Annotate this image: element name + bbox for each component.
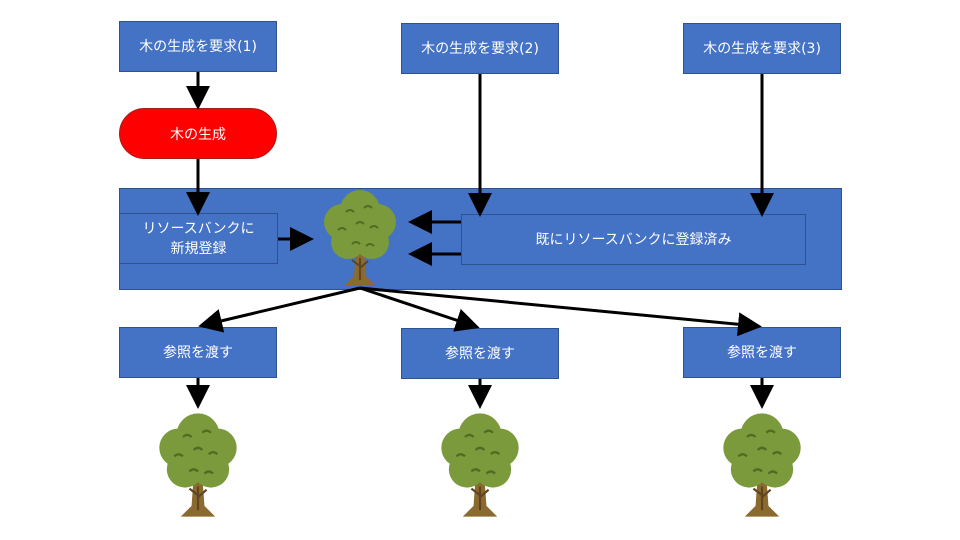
already-registered-label: 既にリソースバンクに登録済み — [535, 231, 732, 248]
create-tree-label: 木の生成 — [170, 126, 226, 143]
request-label-3: 木の生成を要求(3) — [703, 40, 821, 57]
output-label-2: 参照を渡す — [445, 345, 515, 362]
already-registered-box: 既にリソースバンクに登録済み — [461, 214, 806, 265]
register-new-box: リソースバンクに 新規登録 — [119, 213, 278, 264]
request-box-2: 木の生成を要求(2) — [401, 23, 559, 74]
request-label-2: 木の生成を要求(2) — [421, 40, 539, 57]
arrow-tree-to-output-3 — [359, 286, 762, 337]
request-box-3: 木の生成を要求(3) — [683, 23, 841, 74]
output-box-3: 参照を渡す — [683, 327, 841, 378]
output-box-2: 参照を渡す — [401, 328, 559, 379]
output-box-1: 参照を渡す — [119, 327, 277, 378]
request-label-1: 木の生成を要求(1) — [139, 38, 257, 55]
output-label-1: 参照を渡す — [163, 344, 233, 361]
arrow-tree-to-output-1 — [198, 286, 361, 333]
output-label-3: 参照を渡す — [727, 344, 797, 361]
request-box-1: 木の生成を要求(1) — [119, 21, 277, 72]
arrow-tree-to-output-2 — [359, 286, 480, 332]
create-tree-step: 木の生成 — [119, 108, 277, 159]
register-new-label: リソースバンクに 新規登録 — [142, 220, 255, 257]
